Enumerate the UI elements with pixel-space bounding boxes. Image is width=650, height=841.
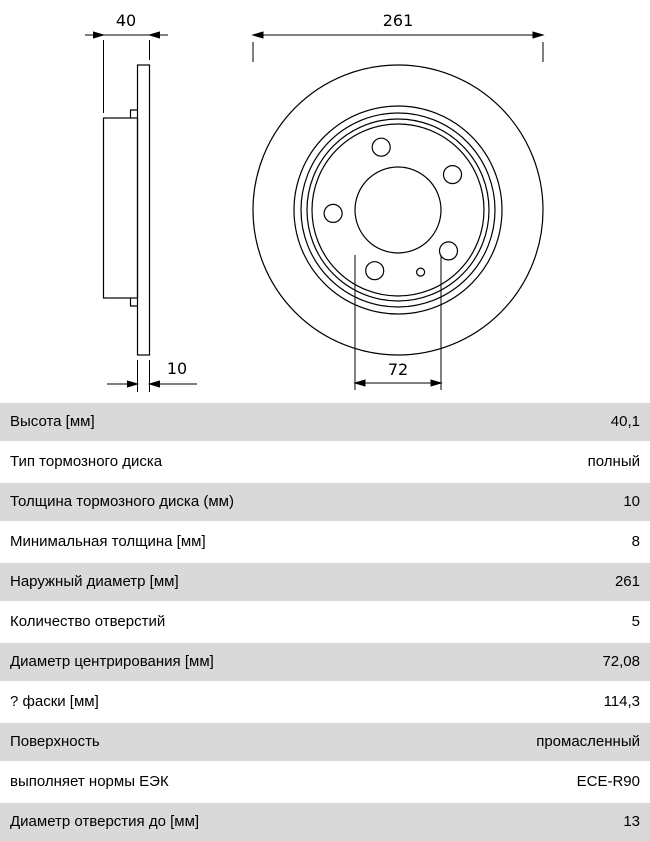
- table-row: Высота [мм] 40,1: [0, 403, 650, 441]
- side-view: [102, 64, 151, 356]
- row-value: 10: [623, 493, 640, 510]
- row-value: ECE-R90: [576, 773, 640, 790]
- row-label: Количество отверстий: [10, 613, 166, 630]
- row-value: 261: [614, 573, 640, 590]
- side-view-disc-plate: [136, 64, 151, 356]
- table-row: выполняет нормы ЕЭК ECE-R90: [0, 763, 650, 801]
- dim-261-label: 261: [383, 11, 414, 30]
- row-label: Поверхность: [10, 733, 100, 750]
- table-row: Тип тормозного диска полный: [0, 443, 650, 481]
- table-row: Диаметр центрирования [мм] 72,08: [0, 643, 650, 681]
- table-row: Минимальная толщина [мм] 8: [0, 523, 650, 561]
- table-row: ? фаски [мм] 114,3: [0, 683, 650, 721]
- brake-disc-drawing: 40 10: [85, 11, 545, 392]
- row-label: Минимальная толщина [мм]: [10, 533, 206, 550]
- technical-drawing: 40 10: [0, 0, 650, 403]
- dim-10-label: 10: [167, 359, 187, 378]
- row-value: 40,1: [610, 413, 640, 430]
- dim-72: [353, 255, 443, 390]
- row-label: Диаметр отверстия до [мм]: [10, 813, 200, 830]
- row-value: 8: [631, 533, 640, 550]
- row-value: 114,3: [603, 693, 640, 710]
- table-row: Поверхность промасленный: [0, 723, 650, 761]
- row-label: Высота [мм]: [10, 413, 95, 430]
- row-label: ? фаски [мм]: [10, 693, 99, 710]
- ring-circle-1: [293, 105, 503, 315]
- table-row: Наружный диаметр [мм] 261: [0, 563, 650, 601]
- center-hole: [354, 166, 442, 254]
- dim-261: [251, 31, 545, 62]
- row-value: 72,08: [602, 653, 640, 670]
- row-value: 13: [623, 813, 640, 830]
- dim-40: [85, 31, 168, 113]
- row-value: 5: [631, 613, 640, 630]
- row-label: Толщина тормозного диска (мм): [10, 493, 234, 510]
- side-view-hub: [102, 117, 139, 299]
- dim-10: [107, 360, 197, 392]
- row-label: Тип тормозного диска: [10, 453, 163, 470]
- row-value: промасленный: [536, 733, 640, 750]
- row-label: выполняет нормы ЕЭК: [10, 773, 169, 790]
- ring-circle-2: [300, 112, 496, 308]
- table-row: Толщина тормозного диска (мм) 10: [0, 483, 650, 521]
- side-view-step-bottom: [129, 298, 138, 307]
- row-label: Диаметр центрирования [мм]: [10, 653, 214, 670]
- front-view: [252, 64, 544, 356]
- table-row: Количество отверстий 5: [0, 603, 650, 641]
- bolt-holes: [323, 137, 463, 281]
- dim-40-label: 40: [116, 11, 136, 30]
- ring-circle-4: [311, 123, 485, 297]
- outer-circle: [252, 64, 544, 356]
- pin-hole: [416, 267, 426, 277]
- row-label: Наружный диаметр [мм]: [10, 573, 179, 590]
- table-row: Диаметр отверстия до [мм] 13: [0, 803, 650, 841]
- ring-circle-3: [306, 118, 490, 302]
- spec-table: Высота [мм] 40,1 Тип тормозного диска по…: [0, 403, 650, 841]
- dim-72-label: 72: [388, 360, 408, 379]
- side-view-step-top: [129, 109, 138, 118]
- row-value: полный: [587, 453, 640, 470]
